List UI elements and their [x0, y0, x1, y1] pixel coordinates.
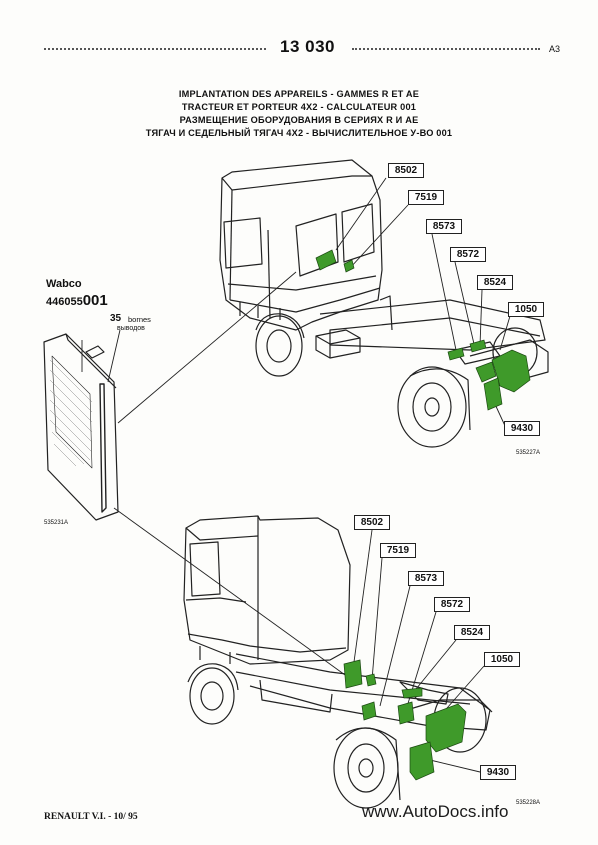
ecu-drawing — [43, 333, 119, 521]
bottom-label-8524: 8524 — [454, 625, 490, 640]
top-figure-ref: 535227A — [516, 450, 541, 456]
top-label-8573: 8573 — [426, 219, 462, 234]
top-truck-drawing — [219, 159, 549, 448]
ecu-part-suffix: 001 — [82, 292, 108, 309]
header-rule-right — [352, 48, 540, 50]
title-line-1: IMPLANTATION DES APPAREILS - GAMMES R ET… — [178, 89, 420, 99]
page-number: 13 030 — [280, 37, 335, 56]
ecu-figure-ref: 535231A — [44, 520, 69, 526]
top-label-8502: 8502 — [388, 163, 424, 178]
ecu-texture — [49, 359, 93, 467]
ecu-maker: Wabco — [46, 278, 82, 290]
top-label-7519: 7519 — [408, 190, 444, 205]
bottom-label-8502: 8502 — [354, 515, 390, 530]
bottom-label-1050: 1050 — [484, 652, 520, 667]
title-line-3: РАЗМЕЩЕНИЕ ОБОРУДОВАНИЯ В СЕРИЯХ R И AE — [179, 115, 419, 125]
highlighted-components — [315, 249, 531, 781]
ecu-pins-label-ru: выводов — [117, 325, 145, 332]
top-label-1050: 1050 — [508, 302, 544, 317]
header-rule-left — [44, 48, 266, 50]
top-label-8524: 8524 — [477, 275, 513, 290]
ecu-part-main: 446055 — [46, 296, 83, 308]
bottom-label-9430: 9430 — [480, 765, 516, 780]
ecu-part-number: 446055001 — [46, 292, 108, 309]
page-code: A3 — [549, 44, 561, 54]
bottom-label-8572: 8572 — [434, 597, 470, 612]
publisher-footer: RENAULT V.I. - 10/ 95 — [44, 812, 138, 822]
watermark-text: www.AutoDocs.info — [362, 802, 509, 821]
ecu-pins-count: 35 — [110, 313, 122, 324]
bottom-label-7519: 7519 — [380, 543, 416, 558]
bottom-label-8573: 8573 — [408, 571, 444, 586]
title-line-2: TRACTEUR ET PORTEUR 4X2 - CALCULATEUR 00… — [181, 102, 417, 112]
leader-lines — [81, 177, 511, 773]
top-label-8572: 8572 — [450, 247, 486, 262]
ecu-pins-label-fr: bornes — [128, 315, 151, 324]
title-line-4: ТЯГАЧ И СЕДЕЛЬНЫЙ ТЯГАЧ 4X2 - ВЫЧИСЛИТЕЛ… — [145, 128, 453, 138]
top-label-9430: 9430 — [504, 421, 540, 436]
bottom-figure-ref: 535228A — [516, 800, 541, 806]
